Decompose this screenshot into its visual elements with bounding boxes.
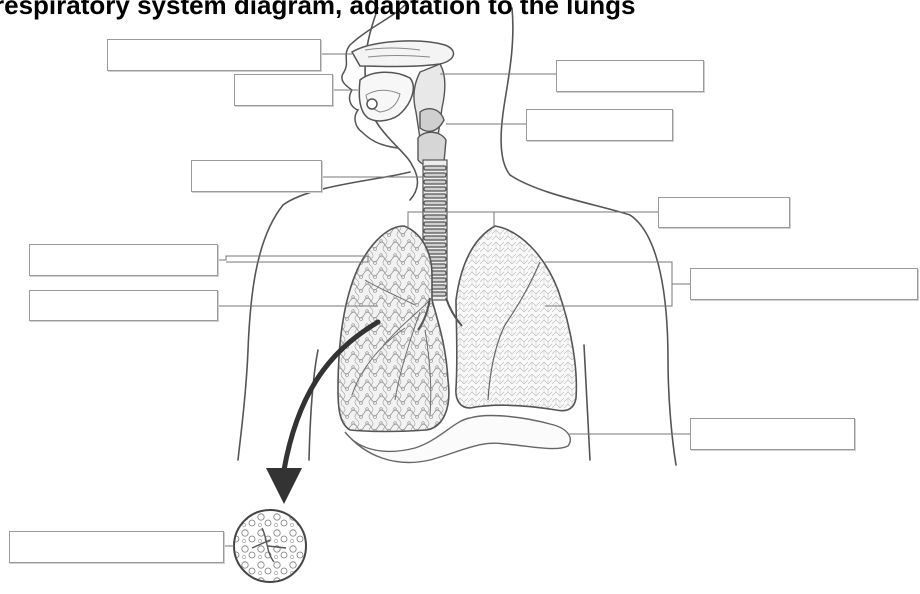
label-box-text <box>108 40 320 70</box>
label-box-bronchioles[interactable] <box>29 290 218 321</box>
label-box-larynx[interactable] <box>526 109 673 141</box>
trachea-ring <box>424 201 446 205</box>
oral-cavity-shape <box>359 72 413 121</box>
alveoli-magnifier <box>234 510 306 582</box>
trachea-ring <box>424 236 446 240</box>
label-box-trachea[interactable] <box>191 160 322 192</box>
label-box-alveoli[interactable] <box>9 531 224 563</box>
right-lung-shape <box>456 226 577 411</box>
trachea-ring <box>424 194 446 198</box>
trachea-ring <box>424 180 446 184</box>
label-box-diaphragm[interactable] <box>690 418 855 450</box>
trachea-ring <box>424 215 446 219</box>
lungs <box>338 226 576 432</box>
label-box-text <box>30 291 217 320</box>
label-box-text <box>691 419 854 449</box>
label-box-text <box>10 532 223 562</box>
label-box-bronchi[interactable] <box>29 244 218 276</box>
label-box-text <box>527 110 672 140</box>
leader-line-bronchi <box>218 256 368 262</box>
trachea-ring <box>424 173 446 177</box>
label-box-text <box>235 75 332 105</box>
trachea-ring <box>424 243 446 247</box>
label-box-nasal-cavity[interactable] <box>107 39 321 71</box>
label-box-lung-top[interactable] <box>658 197 790 228</box>
label-box-text <box>192 161 321 191</box>
zoom-arrow-head <box>266 468 302 504</box>
label-box-lungs[interactable] <box>690 268 918 300</box>
label-box-text <box>691 269 917 299</box>
page-title: respiratory system diagram, adaptation t… <box>0 0 635 20</box>
label-box-text <box>30 245 217 275</box>
right-arm-inner-outline <box>584 345 590 460</box>
trachea-ring <box>424 229 446 233</box>
pharynx-airway <box>414 64 446 166</box>
mouth-detail <box>367 99 377 109</box>
trachea-ring <box>424 222 446 226</box>
leader-line-lung-right <box>545 262 690 306</box>
label-box-text <box>557 61 703 91</box>
trachea-ring <box>424 166 446 170</box>
label-box-text <box>659 198 789 227</box>
label-box-oral-cavity[interactable] <box>234 74 333 106</box>
trachea-ring <box>424 187 446 191</box>
label-box-pharynx[interactable] <box>556 60 704 92</box>
left-arm-inner-outline <box>309 350 318 460</box>
trachea-ring <box>424 208 446 212</box>
